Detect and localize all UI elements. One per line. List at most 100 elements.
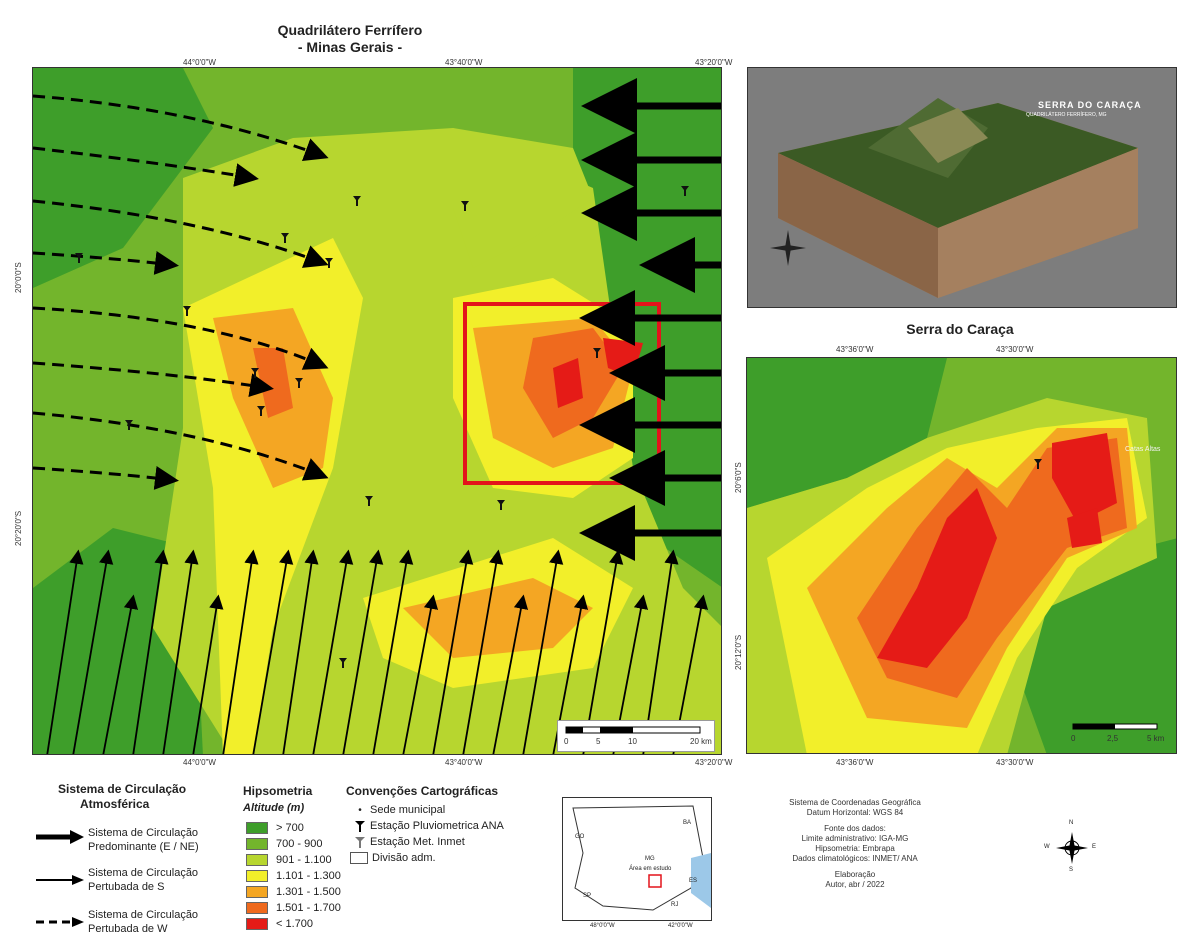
- locator-state-go: GO: [575, 834, 585, 840]
- inset-3d[interactable]: SERRA DO CARAÇA QUADRILÁTERO FERRÍFERO, …: [747, 67, 1177, 308]
- caraca-top-tick-2: 43°30'0"W: [996, 345, 1034, 354]
- caraca-left-tick-1: 20°6'0"S: [734, 462, 743, 493]
- main-map-relief: [33, 68, 721, 754]
- bottom-tick-2: 43°40'0"W: [445, 758, 483, 767]
- credits-line: Dados climatológicos: INMET/ ANA: [792, 854, 918, 863]
- scale-bar-graphic: [565, 726, 701, 734]
- conv-item: Estação Met. Inmet: [350, 834, 504, 850]
- locator-study-area-label: Área em estudo: [629, 866, 672, 872]
- scale-label-5: 5: [596, 737, 601, 746]
- compass-graphic: [1056, 832, 1088, 864]
- legend-circ-1-line2: Predominante (E / NE): [88, 841, 199, 853]
- scale-label-0: 0: [564, 737, 569, 746]
- locator-state-sp: SP: [583, 893, 592, 899]
- bottom-tick-3: 43°20'0"W: [695, 758, 733, 767]
- credits-line: Limite administrativo: IGA-MG: [801, 834, 909, 843]
- conventions-legend-title: Convenções Cartográficas: [346, 784, 499, 798]
- hyp-item: 1.101 - 1.300: [246, 868, 341, 884]
- hyp-label: 901 - 1.100: [276, 854, 332, 866]
- bottom-tick-1: 44°0'0"W: [183, 758, 216, 767]
- main-map-title: Quadrilátero Ferrífero: [277, 22, 423, 38]
- inset-3d-subtitle: QUADRILÁTERO FERRÍFERO, MG: [1026, 112, 1107, 118]
- conv-item: Estação Pluviometrica ANA: [350, 818, 504, 834]
- caraca-map-title: Serra do Caraça: [906, 321, 1014, 337]
- south-arrow-icon: [36, 875, 84, 885]
- credits-line: Datum Horizontal: WGS 84: [806, 808, 904, 817]
- hyp-label: > 700: [276, 822, 304, 834]
- caraca-scale-bar: 0 2,5 5 km: [1065, 720, 1169, 748]
- north-arrow-icon: [770, 230, 806, 266]
- rain-gauge-icon: [355, 821, 365, 832]
- locator-state-ba: BA: [683, 820, 692, 826]
- caraca-scale-25: 2,5: [1107, 734, 1119, 743]
- caraca-left-tick-2: 20°12'0"S: [734, 634, 743, 670]
- conv-label: Estação Met. Inmet: [370, 836, 465, 848]
- hyp-label: 1.501 - 1.700: [276, 902, 341, 914]
- hyp-label: 1.101 - 1.300: [276, 870, 341, 882]
- legend-circ-2-line2: Pertubada de S: [88, 881, 165, 893]
- admin-boundary-icon: [350, 852, 368, 864]
- locator-map[interactable]: GO BA MG ES SP RJ Área em estudo: [562, 797, 712, 921]
- met-station-icon: [355, 837, 365, 848]
- compass-rose-icon: N S E W: [1044, 820, 1097, 873]
- compass-e-label: E: [1092, 844, 1097, 850]
- scale-bar: 0 5 10 20 km: [557, 720, 715, 752]
- locator-tick-2: 42°0'0"W: [668, 923, 693, 929]
- caraca-place-label: Catas Altas: [1125, 446, 1161, 453]
- conv-label: Divisão adm.: [372, 852, 436, 864]
- credits-line: Autor, abr / 2022: [825, 880, 885, 889]
- main-map-subtitle: - Minas Gerais -: [297, 39, 403, 55]
- hyp-label: < 1.700: [276, 918, 314, 930]
- legend-circ-3-line1: Sistema de Circulação: [88, 909, 199, 921]
- hyp-swatch: [246, 918, 268, 930]
- legend-circ-item-1: Sistema de Circulação Predominante (E / …: [88, 826, 199, 854]
- compass-w-label: W: [1044, 844, 1050, 850]
- hypsometry-legend-subtitle: Altitude (m): [243, 802, 305, 814]
- credits-line: Sistema de Coordenadas Geográfica: [789, 798, 921, 807]
- conventions-legend-list: • Sede municipal Estação Pluviometrica AN…: [350, 802, 504, 866]
- caraca-bottom-tick-1: 43°36'0"W: [836, 758, 874, 767]
- legend-circ-item-2: Sistema de Circulação Pertubada de S: [88, 866, 198, 894]
- hyp-label: 700 - 900: [276, 838, 323, 850]
- predominant-arrow-icon: [36, 830, 84, 844]
- legend-circ-3-line2: Pertubada de W: [88, 923, 168, 935]
- caraca-relief: [747, 358, 1176, 753]
- caraca-map[interactable]: Catas Altas 0 2,5 5 km: [746, 357, 1177, 754]
- west-arrow-icon: [36, 917, 84, 927]
- left-tick-2: 20°20'0"S: [14, 510, 23, 546]
- locator-tick-1: 48°0'0"W: [590, 923, 615, 929]
- caraca-scale-0: 0: [1071, 734, 1076, 743]
- hyp-item: < 1.700: [246, 916, 341, 932]
- locator-state-rj: RJ: [671, 902, 679, 908]
- caraca-top-tick-1: 43°36'0"W: [836, 345, 874, 354]
- legend-circ-2-line1: Sistema de Circulação: [88, 867, 199, 879]
- left-tick-1: 20°0'0"S: [14, 262, 23, 293]
- hyp-swatch: [246, 886, 268, 898]
- credits-line: Elaboração: [834, 870, 876, 879]
- legend-circ-item-3: Sistema de Circulação Pertubada de W: [88, 908, 198, 936]
- conv-item: • Sede municipal: [350, 802, 504, 818]
- hyp-swatch: [246, 854, 268, 866]
- hyp-item: 700 - 900: [246, 836, 341, 852]
- top-tick-2: 43°40'0"W: [445, 58, 483, 67]
- dot-icon: •: [358, 804, 362, 816]
- hyp-swatch: [246, 822, 268, 834]
- hyp-label: 1.301 - 1.500: [276, 886, 341, 898]
- locator-state-mg: MG: [645, 856, 655, 862]
- hyp-item: 901 - 1.100: [246, 852, 341, 868]
- hyp-item: > 700: [246, 820, 341, 836]
- locator-map-outline: [572, 805, 711, 911]
- conv-label: Sede municipal: [370, 804, 446, 816]
- scale-label-20: 20 km: [690, 737, 712, 746]
- hyp-swatch: [246, 870, 268, 882]
- circulation-legend-title: Sistema de Circulação: [58, 782, 187, 796]
- hypsometry-legend-list: > 700 700 - 900 901 - 1.100 1.101 - 1.30…: [246, 820, 341, 932]
- inset-3d-block: [778, 98, 1138, 298]
- top-tick-3: 43°20'0"W: [695, 58, 733, 67]
- caraca-bottom-tick-2: 43°30'0"W: [996, 758, 1034, 767]
- main-map[interactable]: 0 5 10 20 km: [32, 67, 722, 755]
- compass-s-label: S: [1069, 867, 1074, 873]
- conv-label: Estação Pluviometrica ANA: [370, 820, 504, 832]
- inset-3d-title: SERRA DO CARAÇA: [1038, 100, 1142, 110]
- circulation-legend-title-2: Atmosférica: [80, 797, 150, 811]
